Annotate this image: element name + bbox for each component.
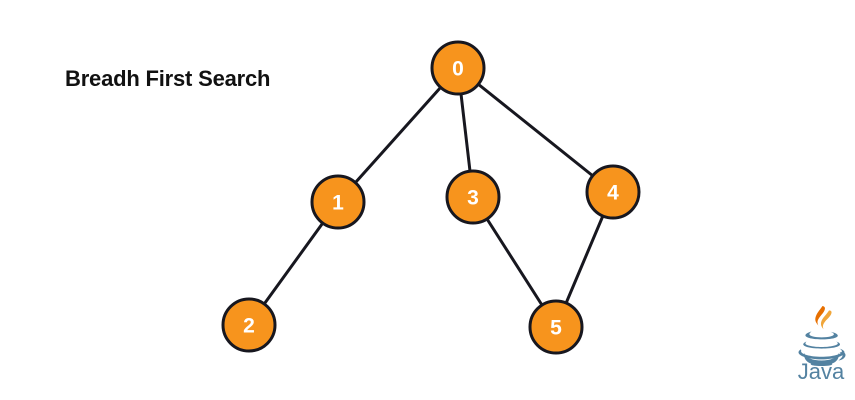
java-cup-icon <box>798 331 846 366</box>
graph-node-circle-2[interactable] <box>221 297 277 353</box>
graph-node-0[interactable]: 0 <box>430 40 486 96</box>
graph-edge-0-4 <box>456 66 615 194</box>
java-steam-icon <box>815 306 832 330</box>
graph-node-label-4: 4 <box>607 182 619 205</box>
page-title: Breadh First Search <box>65 66 271 91</box>
graph-node-3[interactable]: 3 <box>445 169 501 225</box>
graph-node-circle-5[interactable] <box>528 299 584 355</box>
graph-node-label-1: 1 <box>332 192 344 215</box>
graph-edge-0-1 <box>336 66 460 204</box>
graph-node-label-3: 3 <box>467 187 479 210</box>
graph-node-label-2: 2 <box>243 315 255 338</box>
graph-node-circle-3[interactable] <box>445 169 501 225</box>
graph-node-5[interactable]: 5 <box>528 299 584 355</box>
graph-node-circle-0[interactable] <box>430 40 486 96</box>
edge-layer <box>247 66 615 329</box>
java-logo: Java <box>792 300 850 384</box>
graph-node-4[interactable]: 4 <box>585 164 641 220</box>
graph-node-circle-4[interactable] <box>585 164 641 220</box>
graph-node-circle-1[interactable] <box>310 174 366 230</box>
graph-node-1[interactable]: 1 <box>310 174 366 230</box>
graph-node-label-0: 0 <box>452 58 464 81</box>
java-wordmark: Java <box>798 359 845 384</box>
graph-node-2[interactable]: 2 <box>221 297 277 353</box>
graph-node-label-5: 5 <box>550 317 562 340</box>
node-layer: 0 1 2 3 4 5 <box>221 40 641 355</box>
